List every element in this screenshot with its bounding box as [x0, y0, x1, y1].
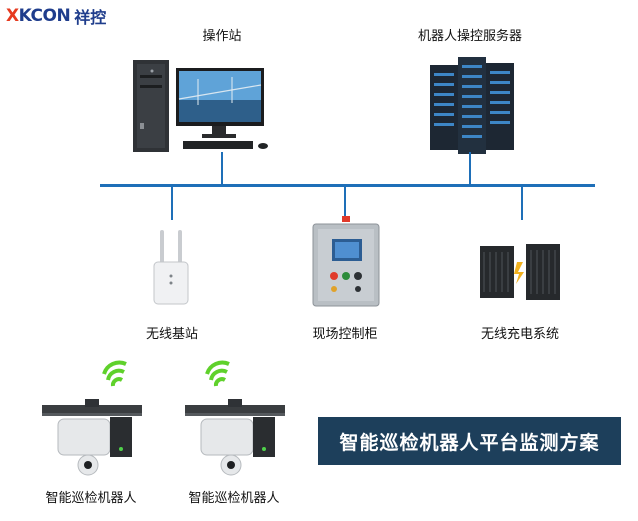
field-cabinet-icon	[312, 216, 380, 307]
wireless-base-label: 无线基站	[145, 327, 199, 342]
brand-logo: XKCON 祥控	[6, 6, 107, 27]
robot-server-icon	[430, 57, 514, 154]
operator-station-connector	[221, 152, 223, 185]
robot-1-icon	[42, 399, 142, 476]
robot-2-wifi-icon	[205, 360, 230, 387]
robot-1-label: 智能巡检机器人	[45, 491, 137, 506]
operator-station-icon	[133, 60, 268, 152]
wireless-base-connector	[171, 186, 173, 220]
wireless-charging-connector	[521, 186, 523, 220]
network-bus-line	[100, 184, 595, 187]
wireless-charging-icon	[480, 244, 560, 300]
wireless-charging-label: 无线充电系统	[480, 327, 560, 342]
robot-2-label: 智能巡检机器人	[188, 491, 280, 506]
solution-title: 智能巡检机器人平台监测方案	[339, 431, 600, 454]
operator-station-label: 操作站	[202, 29, 242, 44]
robot-1-wifi-icon	[102, 360, 127, 387]
solution-title-banner: 智能巡检机器人平台监测方案	[318, 417, 621, 465]
robot-server-label: 机器人操控服务器	[417, 29, 523, 44]
wireless-base-icon	[153, 230, 189, 305]
robot-2-icon	[185, 399, 285, 476]
robot-server-connector	[469, 152, 471, 185]
logo-chinese-name: 祥控	[74, 8, 107, 27]
logo-wordmark: XKCON	[6, 6, 71, 26]
field-cabinet-connector	[344, 186, 346, 220]
field-cabinet-label: 现场控制柜	[312, 327, 378, 342]
